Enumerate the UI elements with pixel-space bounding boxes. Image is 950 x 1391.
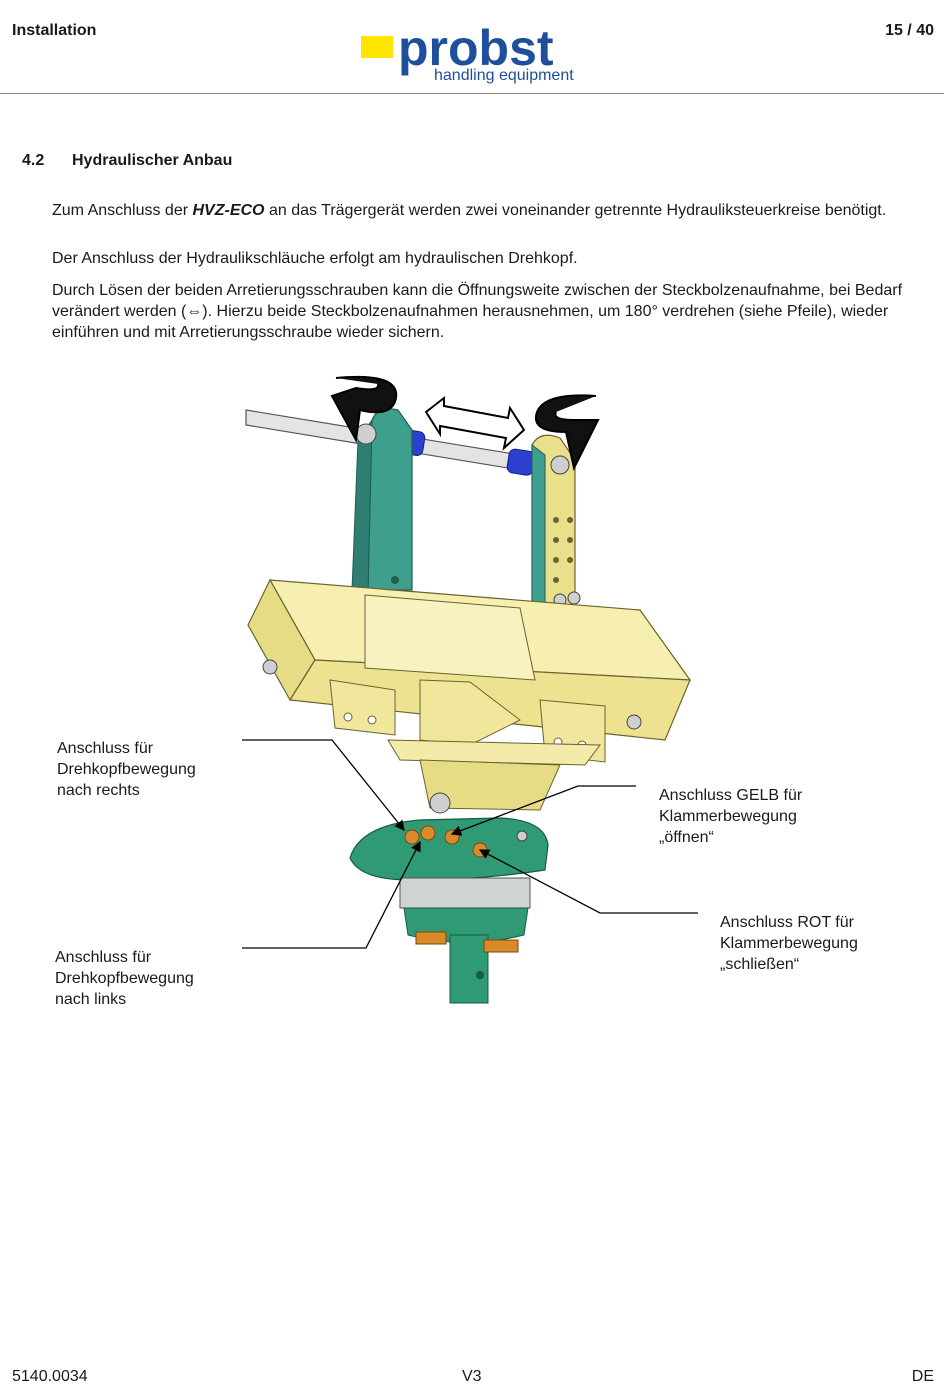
p1-text-start: Zum Anschluss der [52,202,193,219]
paragraph-connection-circuits: Zum Anschluss der HVZ-ECO an das Trägerg… [52,200,912,221]
document-number: 5140.0034 [12,1368,88,1385]
paragraph-hose-connection: Der Anschluss der Hydraulikschläuche erf… [52,250,578,267]
hydraulic-fittings [404,825,528,858]
callout-line: Drehkopfbewegung [57,761,196,778]
callout-rotate-left: Anschluss für Drehkopfbewegung nach link… [55,947,255,1010]
rotate-arrow-right-icon [534,394,600,471]
page-number: 15 / 40 [885,22,934,39]
callout-line: Anschluss ROT für [720,914,854,931]
callout-line: „schließen“ [720,956,800,973]
section-title: Hydraulischer Anbau [72,152,233,169]
width-adjust-double-arrow-icon [424,395,526,451]
fitting-left-lower [415,931,447,945]
callout-line: Anschluss GELB für [659,787,803,804]
right-pin-bracket [531,434,581,611]
p3-text-start: Durch Lösen der beiden Arretierungsschra… [52,282,903,320]
callout-red-close: Anschluss ROT für Klammerbewegung „schli… [720,912,920,975]
double-arrow-symbol-icon: ⇔ [186,303,203,320]
callout-line: „öffnen“ [659,829,714,846]
mounting-plate [387,679,601,814]
blue-sleeve-right [506,448,536,476]
square-crossbeam [247,578,692,763]
callout-line: Klammerbewegung [659,808,797,825]
p1-text-end: an das Trägergerät werden zwei voneinand… [264,202,887,219]
callout-line: Klammerbewegung [720,935,858,952]
callout-leader-lines [242,739,698,949]
logo-yellow-bar [361,36,393,58]
header-section-title: Installation [12,22,97,39]
paragraph-opening-width: Durch Lösen der beiden Arretierungsschra… [52,280,912,343]
hydraulic-rotator-figure [242,375,698,1004]
callout-line: Anschluss für [55,949,152,966]
document-language: DE [911,1368,934,1385]
section-number: 4.2 [22,152,45,169]
header-divider [0,93,944,94]
probst-logo: probst handling equipment [358,20,598,90]
logo-subtitle: handling equipment [434,67,574,84]
document-version: V3 [462,1368,482,1385]
product-name: HVZ-ECO [192,202,265,219]
callout-line: Anschluss für [57,740,154,757]
left-pin-bracket [351,408,413,591]
callout-line: Drehkopfbewegung [55,970,194,987]
rotate-arrow-left-icon [330,375,398,444]
p3-text-end: ). Hierzu beide Steckbolzenaufnahmen her… [52,303,889,341]
hydraulic-rotator [349,817,549,1004]
callout-rotate-right: Anschluss für Drehkopfbewegung nach rech… [57,738,257,801]
callout-line: nach links [55,991,127,1008]
logo-wordmark: probst [398,20,554,76]
callout-yellow-open: Anschluss GELB für Klammerbewegung „öffn… [659,785,859,848]
callout-line: nach rechts [57,782,140,799]
fitting-right-lower [483,939,519,953]
